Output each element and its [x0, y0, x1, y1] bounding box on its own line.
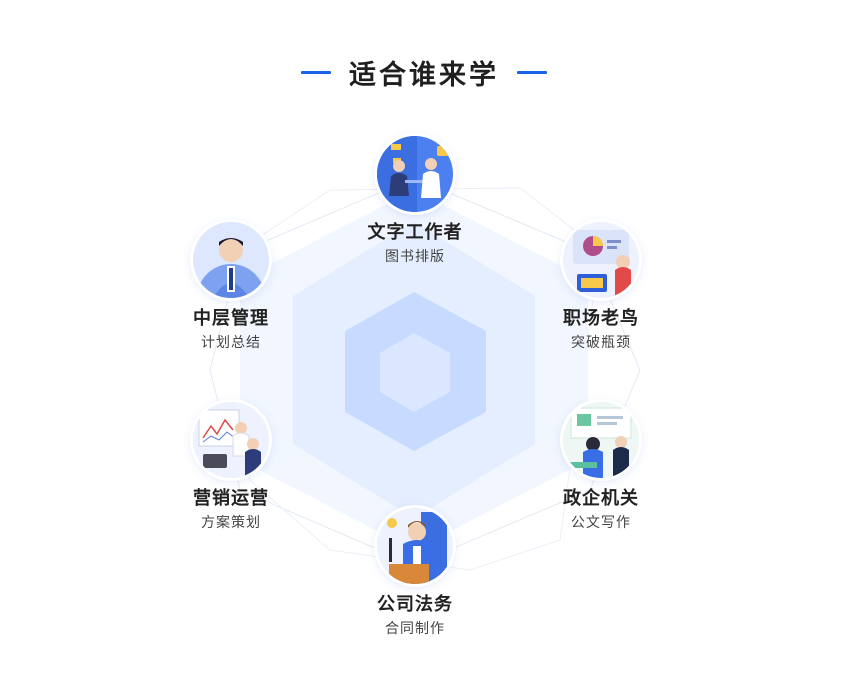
title-left-dash [301, 70, 331, 74]
audience-card-writer: 文字工作者 图书排版 [340, 136, 490, 266]
audience-subtitle: 图书排版 [385, 249, 445, 265]
hexagon-core [380, 333, 450, 412]
section-title: 适合谁来学 [349, 59, 499, 91]
audience-card-veteran: 职场老鸟 突破瓶颈 [526, 222, 676, 352]
office-writer-icon [377, 136, 453, 212]
marketing-presenter-icon [193, 402, 269, 478]
audience-subtitle: 方案策划 [201, 515, 261, 531]
audience-card-legal: 公司法务 合同制作 [340, 508, 490, 638]
corporate-legal-icon [377, 508, 453, 584]
audience-title: 营销运营 [193, 488, 269, 509]
audience-subtitle: 计划总结 [201, 335, 261, 351]
audience-card-manager: 中层管理 计划总结 [156, 222, 306, 352]
audience-card-marketing: 营销运营 方案策划 [156, 402, 306, 532]
audience-subtitle: 合同制作 [385, 621, 445, 637]
section-header: 适合谁来学 [0, 52, 848, 92]
audience-subtitle: 突破瓶颈 [571, 335, 631, 351]
title-right-dash [517, 70, 547, 74]
middle-manager-icon [193, 222, 269, 298]
audience-card-government: 政企机关 公文写作 [526, 402, 676, 532]
workplace-veteran-icon [563, 222, 639, 298]
audience-title: 职场老鸟 [563, 308, 639, 329]
audience-title: 政企机关 [563, 488, 639, 509]
audience-subtitle: 公文写作 [571, 515, 631, 531]
audience-title: 公司法务 [377, 594, 453, 615]
government-office-icon [563, 402, 639, 478]
audience-title: 中层管理 [193, 308, 269, 329]
audience-title: 文字工作者 [367, 222, 463, 243]
